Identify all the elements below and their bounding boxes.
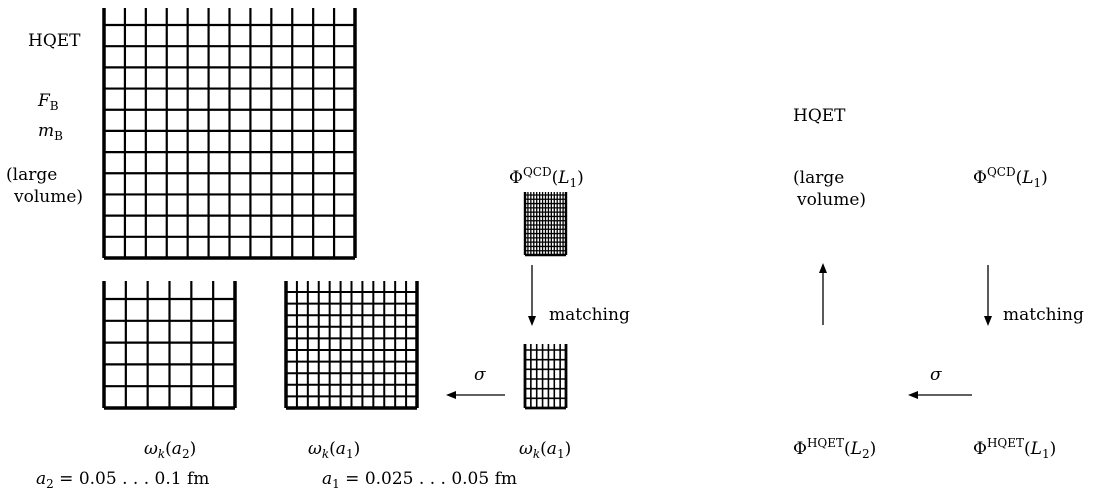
hqet-label: HQET — [28, 31, 81, 51]
omega-a1-mid-label: ωk(a1) — [308, 439, 360, 461]
hqet-label-right: HQET — [793, 106, 846, 126]
phi-qcd-label-right: ΦQCD(L1) — [973, 165, 1048, 190]
sigma-label-left: σ — [474, 365, 486, 385]
large-label: (large — [6, 165, 57, 185]
mb-label: mB — [38, 121, 63, 143]
matching-label-right: matching — [1003, 305, 1084, 325]
phi-qcd-label-left: ΦQCD(L1) — [509, 165, 584, 190]
up-arrowhead-right — [819, 263, 827, 273]
a2-range-label: a2 = 0.05 . . . 0.1 fm — [36, 469, 209, 491]
sigma-arrowhead-right — [908, 391, 918, 399]
phi-hqet-l2-label: ΦHQET(L2) — [793, 436, 876, 461]
a1-range-label: a1 = 0.025 . . . 0.05 fm — [322, 469, 517, 491]
fb-label: FB — [37, 91, 59, 113]
matching-arrowhead-left — [528, 316, 536, 326]
lattice-a2 — [102, 281, 237, 410]
volume-label: volume) — [13, 187, 83, 207]
lattice-qcd-l1 — [523, 192, 568, 257]
matching-label-left: matching — [549, 305, 630, 325]
sigma-label-right: σ — [930, 365, 942, 385]
large-volume-lattice — [102, 8, 357, 260]
sigma-arrowhead-left — [446, 391, 456, 399]
large-label-right: (large — [793, 168, 844, 188]
lattice-hqet-l1 — [523, 344, 568, 410]
omega-a2-label: ωk(a2) — [144, 439, 196, 461]
matching-arrowhead-right — [984, 316, 992, 326]
omega-a1-right-label: ωk(a1) — [519, 439, 571, 461]
lattice-a1 — [284, 281, 419, 410]
volume-label-right: volume) — [796, 190, 866, 210]
phi-hqet-l1-label: ΦHQET(L1) — [973, 436, 1056, 461]
